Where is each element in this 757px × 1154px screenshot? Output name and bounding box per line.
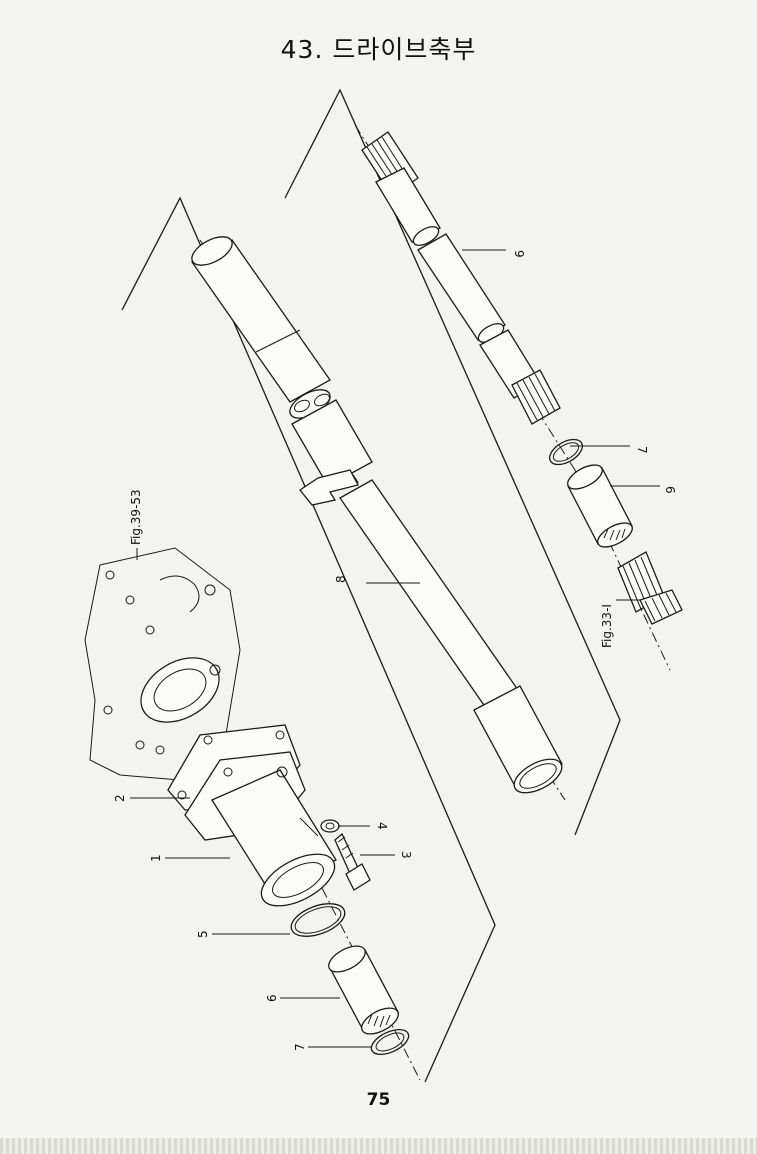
lock-washer-4: [320, 819, 340, 833]
bearing-housing-1: [184, 751, 337, 907]
callout-5: 5: [196, 930, 210, 938]
snap-ring-7-lower: [370, 1028, 410, 1056]
callout-7-lower: 7: [293, 1043, 307, 1051]
callout-9: 9: [512, 250, 526, 258]
callout-1: 1: [149, 854, 163, 862]
scan-edge-strip: [0, 1138, 757, 1154]
transmission-case-reference: [84, 547, 241, 781]
bolt-3: [334, 832, 371, 891]
callout-2: 2: [113, 794, 127, 802]
snap-ring-7-upper: [548, 438, 584, 466]
o-ring-5: [290, 903, 346, 937]
needle-bearing-6-lower: [328, 945, 399, 1035]
reference-fig-33-1: Fig.33-I: [600, 604, 614, 648]
callout-4: 4: [375, 822, 389, 830]
page-title: 43. 드라이브축부: [280, 35, 477, 64]
callout-6-lower: 6: [265, 994, 279, 1002]
needle-bearing-6-upper: [567, 464, 633, 548]
callout-3: 3: [399, 851, 413, 859]
callout-6-upper: 6: [663, 486, 677, 494]
callout-7-upper: 7: [635, 446, 649, 454]
group-outline-right: [284, 88, 621, 836]
centerline-fig33: [574, 469, 671, 671]
page-number: 75: [366, 1090, 391, 1110]
group-outline-main: [121, 196, 496, 1083]
drive-shaft-9: [361, 131, 561, 425]
reference-fig-39-53: Fig.39-53: [129, 489, 143, 545]
reference-shaft-fig33: [617, 551, 683, 625]
leader-lines: [130, 249, 660, 1048]
callout-8: 8: [334, 575, 348, 583]
drive-shaft-8: [191, 236, 563, 794]
